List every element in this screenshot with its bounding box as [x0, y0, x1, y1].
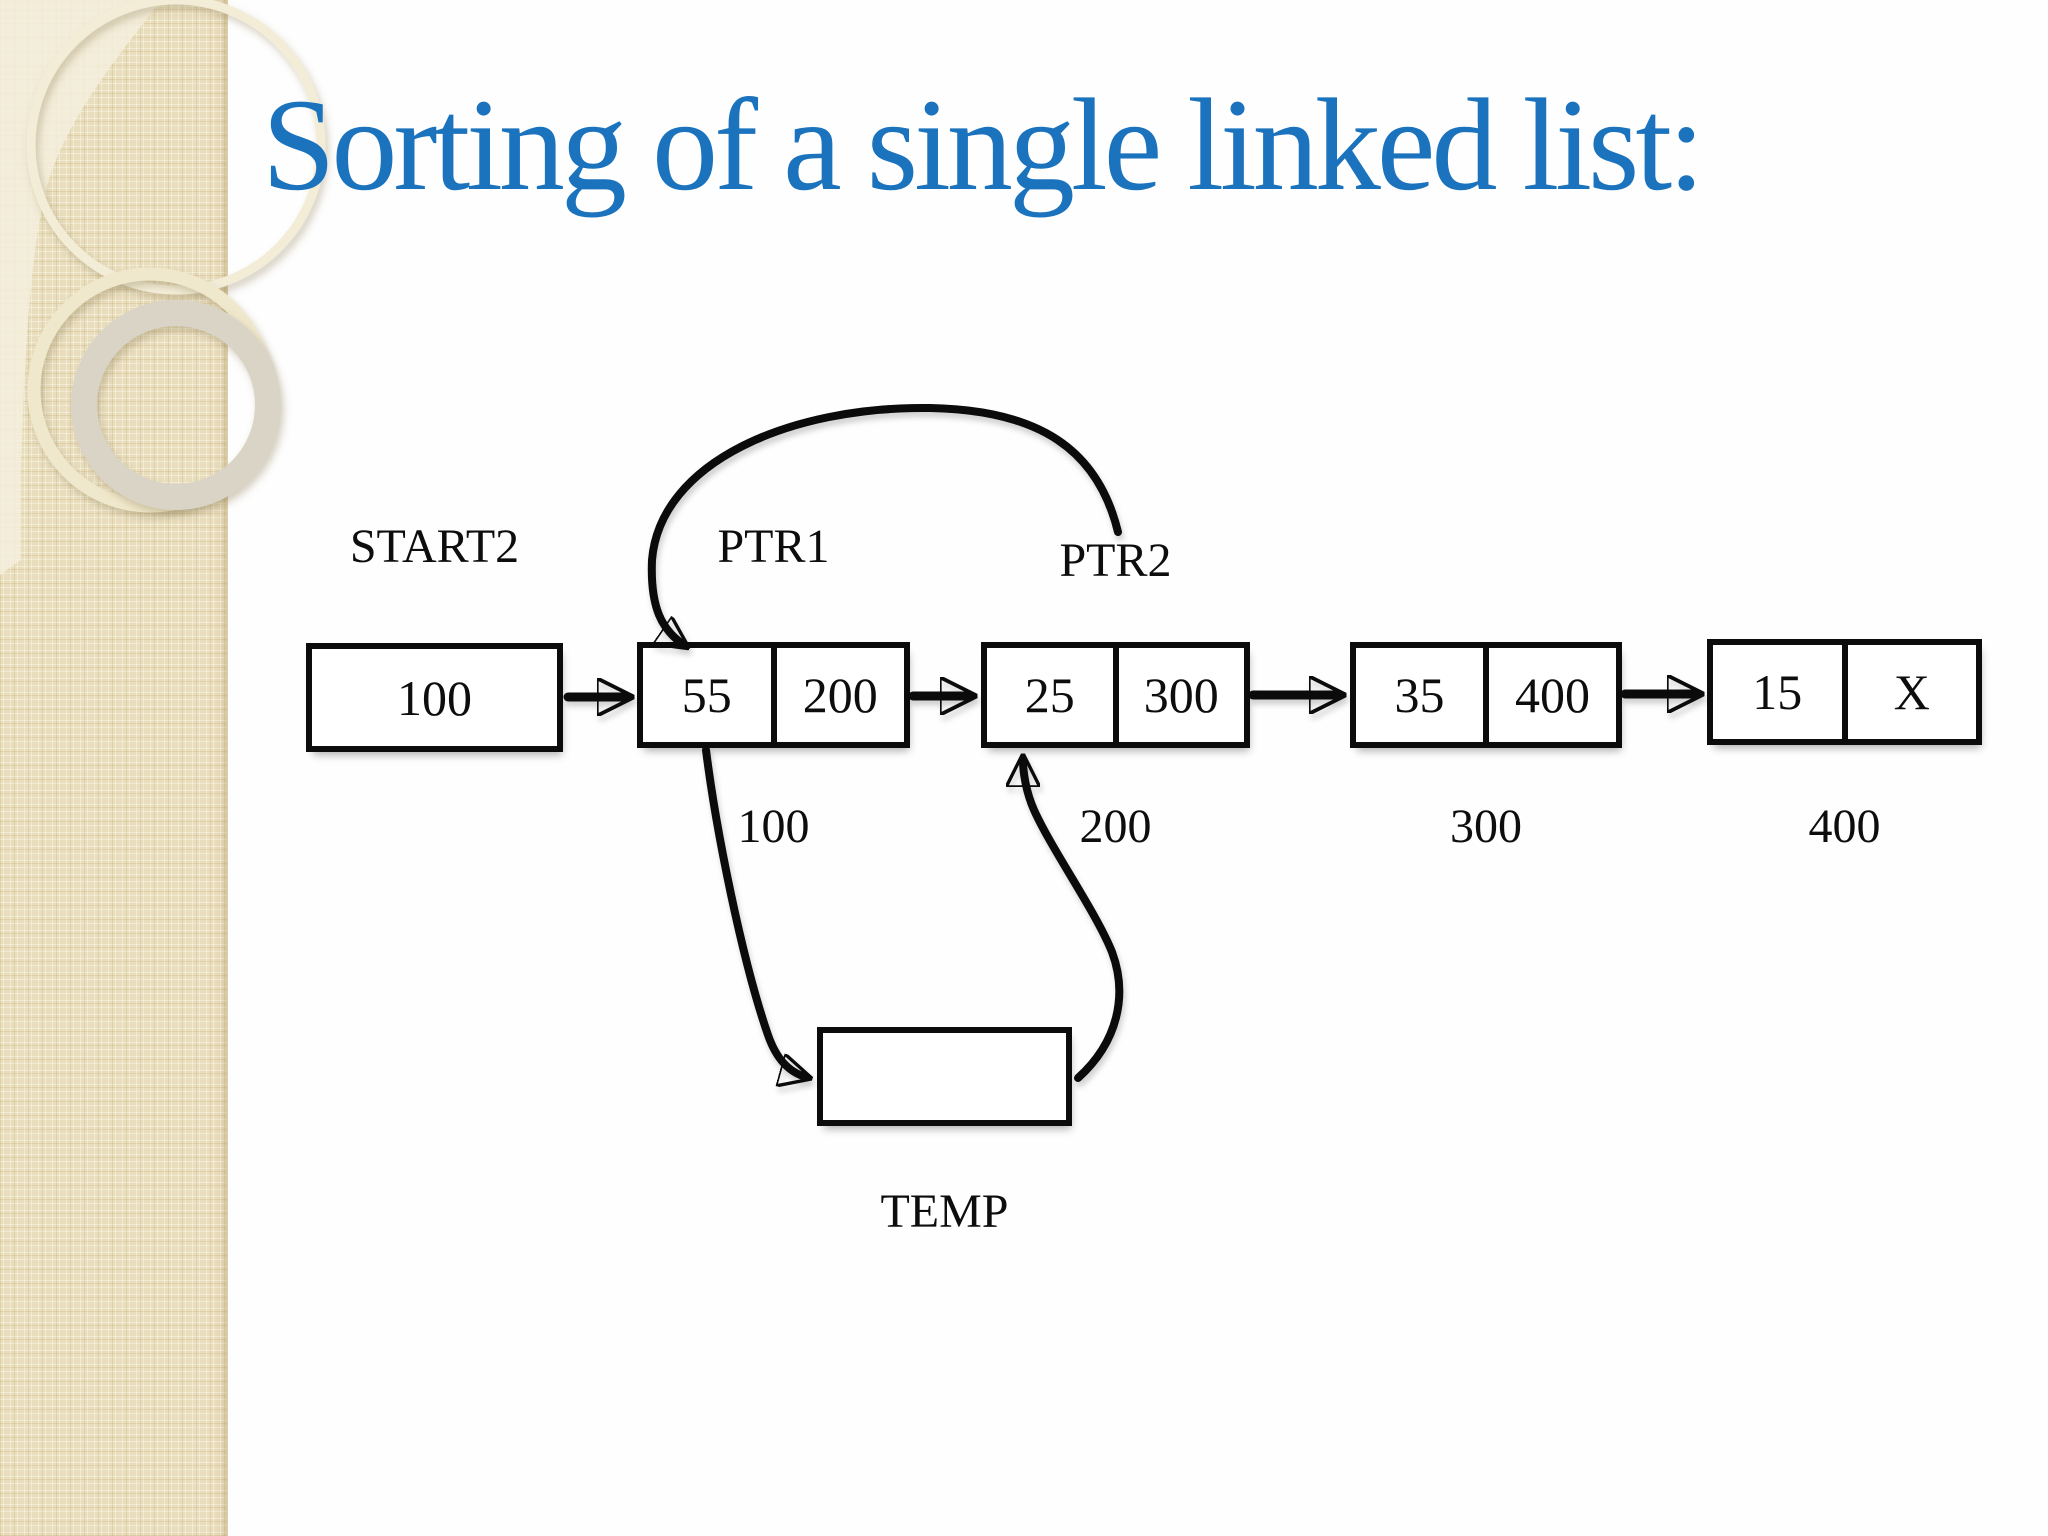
sidebar-decoration-circles [0, 0, 326, 575]
node-2-data: 25 [1024, 667, 1075, 723]
label-ptr1: PTR1 [717, 520, 830, 573]
node-4-data: 15 [1752, 664, 1803, 720]
label-ptr2: PTR2 [1059, 534, 1172, 587]
start2-box-value: 100 [397, 669, 472, 726]
sidebar-light-patch [0, 0, 162, 575]
sidebar [0, 0, 326, 1536]
node-3-address: 300 [1450, 800, 1522, 853]
node-4-address: 400 [1808, 800, 1881, 853]
page-title: Sorting of a single linked list: [262, 71, 1705, 218]
node-2: 25 300 [981, 642, 1250, 748]
node-1-data: 55 [681, 667, 732, 723]
node-1-address: 100 [737, 800, 810, 853]
node-2-next: 300 [1112, 648, 1245, 742]
node-4-next: X [1841, 645, 1977, 739]
gray-ring-decoration [71, 300, 281, 510]
temp-box [817, 1027, 1072, 1126]
node-3: 35 400 [1350, 642, 1622, 748]
node-3-next: 400 [1483, 648, 1616, 742]
node-2-address: 200 [1079, 800, 1152, 853]
node-4: 15 X [1707, 639, 1982, 745]
node-1-next: 200 [770, 648, 905, 742]
start2-box: 100 [306, 643, 563, 752]
node-3-data: 35 [1394, 667, 1445, 723]
label-start2: START2 [349, 520, 520, 573]
label-temp: TEMP [880, 1185, 1009, 1238]
node-1: 55 200 [637, 642, 910, 748]
thin-circle-decoration [26, 0, 326, 295]
